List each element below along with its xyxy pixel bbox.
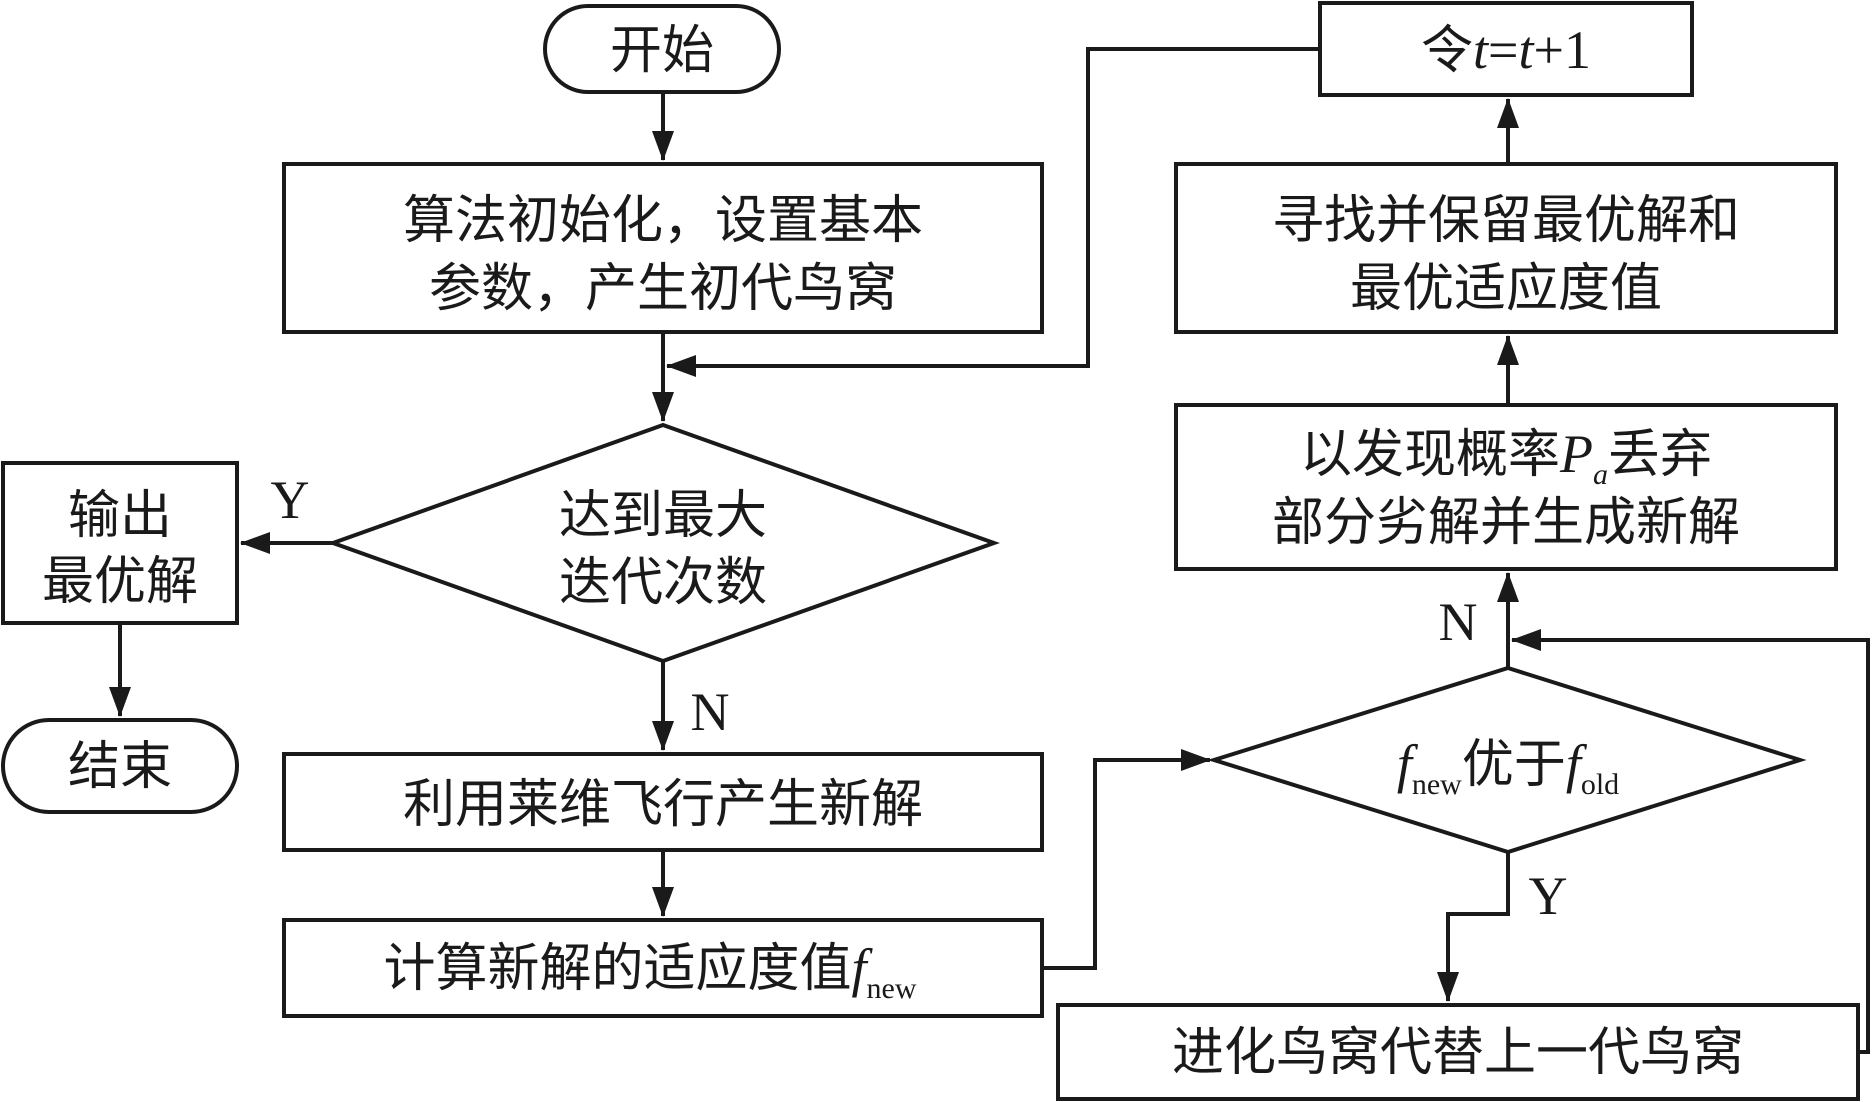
replace-node: 进化鸟窝代替上一代鸟窝	[1056, 1003, 1860, 1101]
levy-text: 利用莱维飞行产生新解	[403, 775, 923, 835]
compare-mid: 优于	[1462, 735, 1566, 795]
discard-var: P	[1559, 424, 1593, 484]
output-line-2: 最优解	[42, 552, 198, 612]
increment-t2: t	[1519, 20, 1536, 80]
replace-text: 进化鸟窝代替上一代鸟窝	[1172, 1023, 1744, 1083]
end-node: 结束	[1, 718, 239, 814]
fitness-sub: new	[867, 972, 917, 1005]
init-line-1: 算法初始化，设置基本	[403, 191, 923, 251]
label-compare-no: N	[1439, 592, 1478, 652]
max-iter-line-1: 达到最大	[559, 486, 767, 546]
compare-text: fnew优于fold	[1397, 734, 1619, 801]
discard-pre: 以发现概率	[1300, 425, 1560, 485]
init-line-2: 参数，产生初代鸟窝	[429, 259, 897, 319]
increment-eq: =	[1488, 20, 1518, 80]
init-node: 算法初始化，设置基本 参数，产生初代鸟窝	[282, 162, 1044, 334]
compare-decision: fnew优于fold	[1207, 665, 1807, 855]
discard-line-1: 以发现概率Pa丢弃	[1300, 424, 1712, 491]
discard-post: 丢弃	[1608, 425, 1712, 485]
arrow-compare-replace	[1437, 852, 1510, 1002]
increment-t1: t	[1473, 20, 1490, 80]
increment-pre: 令	[1421, 21, 1473, 81]
arrow-fitness-compare	[1042, 749, 1211, 970]
levy-node: 利用莱维飞行产生新解	[282, 752, 1044, 852]
start-text: 开始	[610, 21, 714, 81]
fitness-label: 计算新解的适应度值	[383, 939, 851, 999]
fitness-text: 计算新解的适应度值fnew	[383, 938, 916, 1005]
output-node: 输出 最优解	[1, 461, 239, 625]
increment-plus-one: +1	[1534, 20, 1591, 80]
label-max-yes: Y	[271, 470, 310, 530]
max-iter-line-2: 迭代次数	[559, 553, 767, 613]
start-node: 开始	[543, 4, 781, 94]
arrow-increment-loop	[666, 47, 1320, 377]
discard-sub: a	[1593, 458, 1608, 491]
max-iter-decision: 达到最大 迭代次数	[327, 422, 1000, 664]
connectors	[109, 47, 1870, 1054]
keep-best-node: 寻找并保留最优解和 最优适应度值	[1174, 162, 1838, 334]
output-line-1: 输出	[68, 486, 172, 546]
arrow-replace-loop	[1511, 629, 1870, 1054]
fitness-node: 计算新解的适应度值fnew	[282, 918, 1044, 1018]
keep-best-line-1: 寻找并保留最优解和	[1272, 191, 1740, 251]
label-max-no: N	[691, 682, 730, 742]
end-text: 结束	[68, 737, 172, 797]
discard-node: 以发现概率Pa丢弃 部分劣解并生成新解	[1174, 403, 1838, 571]
increment-text: 令t=t+1	[1421, 20, 1591, 81]
discard-line-2: 部分劣解并生成新解	[1272, 493, 1740, 553]
keep-best-line-2: 最优适应度值	[1350, 259, 1662, 319]
increment-node: 令t=t+1	[1318, 1, 1694, 97]
compare-sub-old: old	[1581, 768, 1619, 801]
label-compare-yes: Y	[1529, 866, 1568, 926]
compare-sub-new: new	[1412, 768, 1462, 801]
